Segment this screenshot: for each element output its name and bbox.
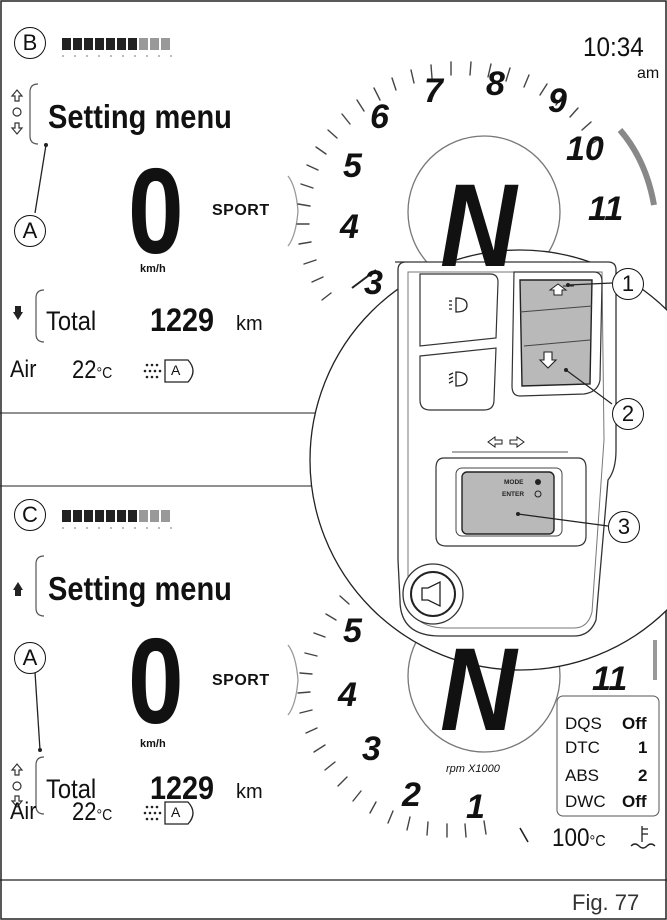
upper-tick-11: 11 <box>588 190 624 228</box>
lower-gear-indicator: N <box>440 624 517 756</box>
switch-magnifier <box>309 249 667 671</box>
figure-label: Fig. 77 <box>572 890 640 915</box>
switch-mode-label: MODE <box>504 479 524 486</box>
lower-tick-5: 5 <box>343 612 362 650</box>
upper-tach-redline <box>617 128 657 206</box>
lower-status-value-3: Off <box>622 792 647 811</box>
upper-air-value: 22°C <box>72 356 113 384</box>
lower-odo-value: 1229 <box>150 770 215 806</box>
lower-status-name-2: ABS <box>565 766 600 785</box>
lower-tick-4: 4 <box>338 676 357 714</box>
high-beam-icon <box>449 297 468 313</box>
horn-icon <box>421 580 441 608</box>
low-beam-icon <box>448 371 468 387</box>
callout-2: 2 <box>612 398 644 430</box>
lower-air-mode-letter: A <box>171 804 181 820</box>
lower-total-bracket <box>35 756 45 815</box>
upper-air-mode-icon <box>143 359 194 383</box>
lower-status-name-3: DWC <box>565 792 606 811</box>
lower-status-value-2: 2 <box>638 766 648 785</box>
lower-riding-mode: SPORT <box>212 672 270 689</box>
lower-tick-3: 3 <box>362 730 381 768</box>
switch-enter-label: ENTER <box>502 491 525 498</box>
lower-tick-11: 11 <box>592 660 628 698</box>
lower-speed-unit: km/h <box>140 738 166 750</box>
upper-gear-indicator: N <box>440 160 517 292</box>
lower-rpm-label: rpm X1000 <box>446 763 500 775</box>
upper-fuel-bar <box>62 38 172 57</box>
lower-speed-value: 0 <box>128 613 184 749</box>
lower-tach-minor-ticks <box>297 595 487 838</box>
lower-status-value-0: Off <box>622 714 647 733</box>
left-right-arrows-icon <box>487 436 525 448</box>
upper-menu-bracket <box>29 83 39 145</box>
lower-tick-2: 2 <box>402 776 421 814</box>
lower-status-value-1: 1 <box>638 738 648 757</box>
callout-1: 1 <box>612 268 644 300</box>
upper-tach-needle <box>351 269 377 289</box>
lower-callout-a-line <box>34 671 41 751</box>
lower-air-label: Air <box>10 798 37 825</box>
upper-tick-6: 6 <box>370 98 389 136</box>
lower-up-arrow-icon <box>13 582 23 596</box>
lower-sport-bracket <box>287 644 299 716</box>
lower-setting-menu: Setting menu <box>48 570 232 607</box>
upper-tick-9: 9 <box>548 82 567 120</box>
lower-air-value: 22°C <box>72 798 113 826</box>
upper-air-mode-letter: A <box>171 362 181 378</box>
upper-tick-8: 8 <box>486 65 505 103</box>
lower-status-box <box>556 695 660 817</box>
lower-engine-temp: 100°C <box>552 824 606 852</box>
lower-menu-bracket <box>35 555 45 617</box>
upper-setting-menu: Setting menu <box>48 98 232 135</box>
callout-3: 3 <box>608 511 640 543</box>
upper-tick-4: 4 <box>340 208 359 246</box>
upper-speed-value: 0 <box>128 143 184 279</box>
upper-odo-unit: km <box>236 313 263 335</box>
upper-callout-a: A <box>14 215 46 247</box>
lower-air-mode-icon <box>143 801 194 825</box>
upper-clock-ampm: am <box>637 65 660 82</box>
lower-scroll-arrows-icon <box>10 763 24 808</box>
upper-clock-time: 10:34 <box>583 32 644 62</box>
upper-tach-minor-ticks <box>296 61 602 301</box>
upper-scroll-arrows-icon <box>10 89 24 135</box>
upper-tick-10: 10 <box>566 130 604 168</box>
lower-tach-zero-marker <box>519 827 529 843</box>
upper-tick-3: 3 <box>364 264 383 302</box>
lower-engine-temp-icon <box>630 826 656 849</box>
upper-tick-7: 7 <box>424 72 443 110</box>
upper-odo-value: 1229 <box>150 302 215 338</box>
lower-odo-unit: km <box>236 781 263 803</box>
lower-tick-1: 1 <box>466 788 485 826</box>
upper-callout-a-line <box>34 144 47 214</box>
upper-label-b: B <box>14 27 46 59</box>
upper-air-label: Air <box>10 356 37 383</box>
lower-fuel-bar <box>62 510 172 529</box>
upper-total-bracket <box>35 289 45 343</box>
upper-sport-bracket <box>287 175 299 247</box>
lower-status-name-1: DTC <box>565 738 600 757</box>
lower-callout-a: A <box>14 642 46 674</box>
upper-down-arrow-icon <box>13 306 23 320</box>
upper-odo-label: Total <box>46 306 97 336</box>
lower-status-name-0: DQS <box>565 714 602 733</box>
upper-riding-mode: SPORT <box>212 202 270 219</box>
lower-label-c: C <box>14 499 46 531</box>
lower-odo-label: Total <box>46 774 97 804</box>
upper-speed-unit: km/h <box>140 263 166 275</box>
upper-tick-5: 5 <box>343 147 362 185</box>
